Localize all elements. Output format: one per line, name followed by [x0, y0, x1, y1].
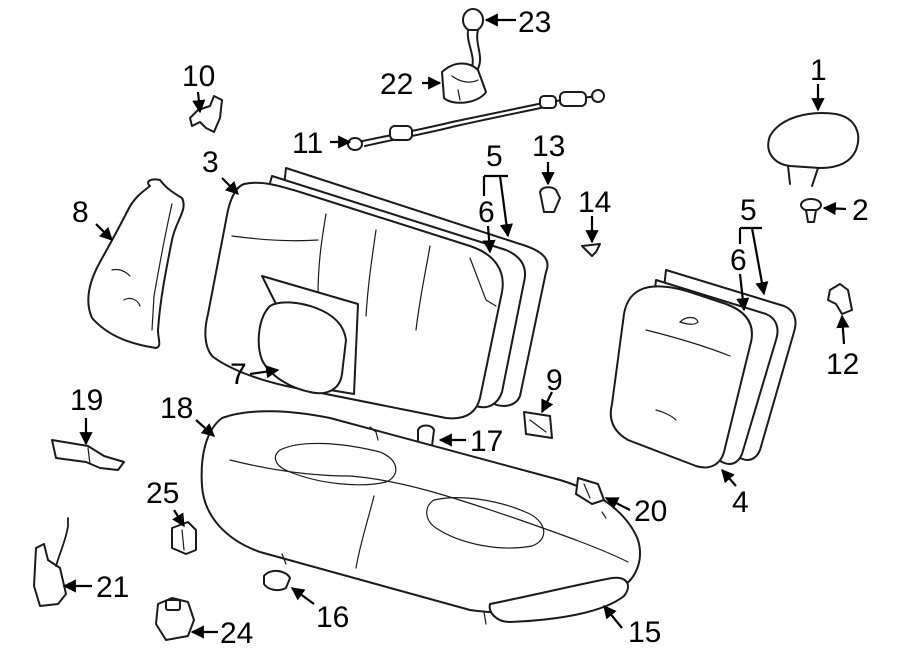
- part-16-bumper: [263, 570, 291, 592]
- callout-6-left: 6: [478, 196, 495, 229]
- callout-20: 20: [634, 495, 667, 528]
- part-2-headrest-guide: [800, 198, 822, 223]
- callout-23: 23: [518, 6, 551, 39]
- callout-25: 25: [146, 477, 179, 510]
- part-20-latch: [575, 477, 605, 505]
- part-22-handle-bezel: [441, 62, 487, 104]
- callout-8: 8: [72, 196, 89, 229]
- callout-24: 24: [220, 617, 253, 650]
- callout-17: 17: [470, 425, 503, 458]
- part-13-latch-cover: [539, 186, 561, 213]
- callout-5-right: 5: [740, 194, 757, 227]
- callout-14: 14: [578, 186, 611, 219]
- part-15-cushion-frame: [281, 553, 629, 625]
- part-24-latch: [155, 597, 195, 641]
- callout-4: 4: [732, 486, 749, 519]
- part-25-anchor: [171, 521, 197, 555]
- part-23-release-handle: [462, 8, 484, 73]
- part-11-release-cable: [347, 89, 605, 151]
- part-4-seatback-cover-right: [609, 285, 753, 469]
- part-19-bracket: [51, 439, 125, 471]
- part-7-armrest: [257, 275, 359, 395]
- part-9-hinge-bracket: [523, 411, 553, 439]
- callout-15: 15: [628, 616, 661, 649]
- part-10-bracket: [189, 95, 223, 133]
- callout-1: 1: [810, 54, 827, 87]
- callout-7: 7: [230, 358, 247, 391]
- part-1-headrest: [767, 112, 860, 187]
- callout-2: 2: [852, 194, 869, 227]
- callout-21: 21: [96, 571, 129, 604]
- leader-lines: [62, 13, 850, 639]
- callout-6-right: 6: [730, 244, 747, 277]
- callout-19: 19: [70, 384, 103, 417]
- part-21-side-bracket: [33, 517, 69, 607]
- callout-9: 9: [546, 364, 563, 397]
- callout-13: 13: [532, 130, 565, 163]
- callout-5-left: 5: [486, 140, 503, 173]
- callout-22: 22: [380, 68, 413, 101]
- callout-labels: 23 22 11 10 3 8 7 5 6 13 14 1 2 12 5 6 4…: [70, 6, 869, 650]
- callout-10: 10: [182, 60, 215, 93]
- part-8-side-bolster: [87, 178, 185, 349]
- part-14-clip: [581, 243, 601, 257]
- callout-12: 12: [826, 348, 859, 381]
- callout-16: 16: [316, 601, 349, 634]
- callout-3: 3: [202, 146, 219, 179]
- callout-18: 18: [160, 392, 193, 425]
- callout-11: 11: [292, 127, 323, 160]
- part-12-bracket: [827, 283, 853, 315]
